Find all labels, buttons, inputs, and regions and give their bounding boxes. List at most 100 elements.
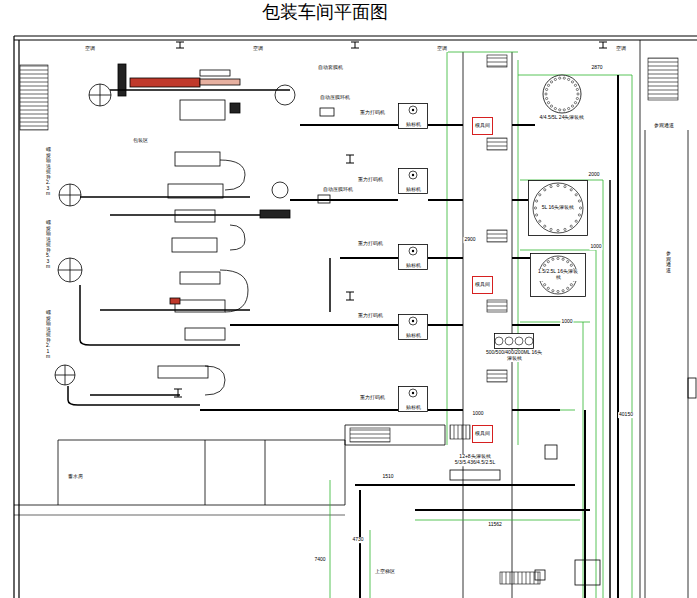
column-mark <box>599 42 607 48</box>
column-mark <box>174 42 607 397</box>
staircase <box>487 300 507 312</box>
bottle-position <box>563 109 565 111</box>
packing-equipment <box>172 238 217 252</box>
packing-equipment <box>55 365 75 385</box>
filling-line-outline <box>494 333 534 349</box>
conveyor-line <box>200 409 560 411</box>
machine-label: 贴标机 <box>406 263 421 269</box>
labeler-turret <box>409 171 417 179</box>
bottle-position <box>570 189 572 191</box>
conveyor-line <box>290 199 528 201</box>
plan-title: 包装车间平面图 <box>262 0 388 24</box>
room-outline <box>473 426 493 443</box>
bottle-position <box>567 261 569 263</box>
bottle-position <box>544 284 546 286</box>
packing-equipment <box>55 64 600 585</box>
machine-label: 5L 16头灌装线 <box>542 205 574 211</box>
labeler-turret <box>412 392 414 394</box>
bottle-position <box>568 107 570 109</box>
packing-equipment <box>175 210 215 222</box>
filler-head <box>505 337 513 345</box>
packing-equipment <box>230 225 245 250</box>
bottle-position <box>547 287 549 289</box>
packing-equipment <box>89 84 111 106</box>
machine-label: 贴标机 <box>406 187 421 193</box>
plan-label: 1000 <box>560 319 573 325</box>
conveyor-line <box>200 75 618 598</box>
machine-label: 模具间 <box>475 282 490 288</box>
dimension-line <box>520 180 603 410</box>
filling-line: 500/500/400/200ML 16头灌装线 <box>494 333 534 349</box>
packing-equipment <box>130 78 200 87</box>
building-wall <box>14 36 19 598</box>
packing-equipment <box>110 89 290 91</box>
labeler-turret <box>412 320 414 322</box>
column-mark <box>346 292 354 300</box>
plan-label: 螺旋输送提升2.3m <box>46 146 51 198</box>
dimension-line <box>583 180 603 598</box>
room-outline <box>473 277 493 294</box>
bottle-position <box>547 84 549 86</box>
packing-equipment <box>59 184 81 206</box>
building-wall <box>14 515 345 516</box>
bottle-position <box>546 88 548 90</box>
bottle-position <box>554 107 556 109</box>
plan-label: 蓄水房 <box>67 474 84 480</box>
bottle-position <box>578 200 580 202</box>
plan-label: 2870 <box>590 65 603 71</box>
bottle-position <box>545 93 547 95</box>
staircase <box>487 138 507 150</box>
mould-room: 模具间 <box>472 117 493 135</box>
bottle-position <box>557 184 559 186</box>
packing-equipment <box>318 195 330 203</box>
labeler-turret <box>412 109 414 111</box>
labeler-frame <box>399 387 428 412</box>
filler-head <box>525 337 533 345</box>
plan-label: 空调 <box>84 46 96 52</box>
plan-label: 参观通道 <box>653 123 675 129</box>
filler-frame <box>531 254 586 297</box>
conveyor-line <box>617 75 619 598</box>
column-mark <box>346 155 354 163</box>
filling-line: 5L 16头灌装线 <box>528 180 588 236</box>
plan-label: 1000 <box>471 411 484 417</box>
conveyor-line <box>415 509 590 511</box>
packing-equipment <box>80 285 250 345</box>
column-mark <box>351 42 359 48</box>
plan-label: 自动压膜环机 <box>322 187 354 193</box>
bottle-position <box>562 258 564 260</box>
packing-equipment <box>58 258 82 282</box>
packing-equipment <box>170 298 180 304</box>
bottle-position <box>574 84 576 86</box>
bottle-position <box>564 228 566 230</box>
packing-equipment <box>175 152 220 166</box>
building-wall <box>688 378 696 398</box>
packing-equipment <box>200 70 230 76</box>
plan-label: 2900 <box>463 237 476 243</box>
packing-equipment <box>260 210 290 218</box>
conveyor-line <box>230 324 560 326</box>
building-wall <box>14 36 697 598</box>
bottle-position <box>546 97 548 99</box>
bottle-position <box>574 102 576 104</box>
labeler-frame <box>399 245 428 270</box>
bottle-position <box>550 186 552 188</box>
packing-equipment <box>185 328 225 340</box>
plan-label: 重力打码机 <box>357 177 384 183</box>
bottle-position <box>579 207 581 209</box>
plan-label: 空调 <box>252 46 264 52</box>
machine-label: 500/500/400/200ML 16头灌装线 <box>484 350 544 362</box>
plan-label: 40150 <box>618 412 634 418</box>
packing-equipment <box>320 108 334 116</box>
bottle-position <box>577 93 579 95</box>
bottle-position <box>550 105 552 107</box>
packing-equipment <box>158 366 208 378</box>
plan-label: 空调 <box>436 46 448 52</box>
mould-room: 模具间 <box>472 425 493 443</box>
corridor-line <box>463 52 512 598</box>
filler-carousel <box>543 75 581 113</box>
packing-equipment <box>545 445 557 459</box>
bottle-position <box>557 290 559 292</box>
staircase <box>450 425 470 439</box>
packing-equipment <box>118 64 126 96</box>
